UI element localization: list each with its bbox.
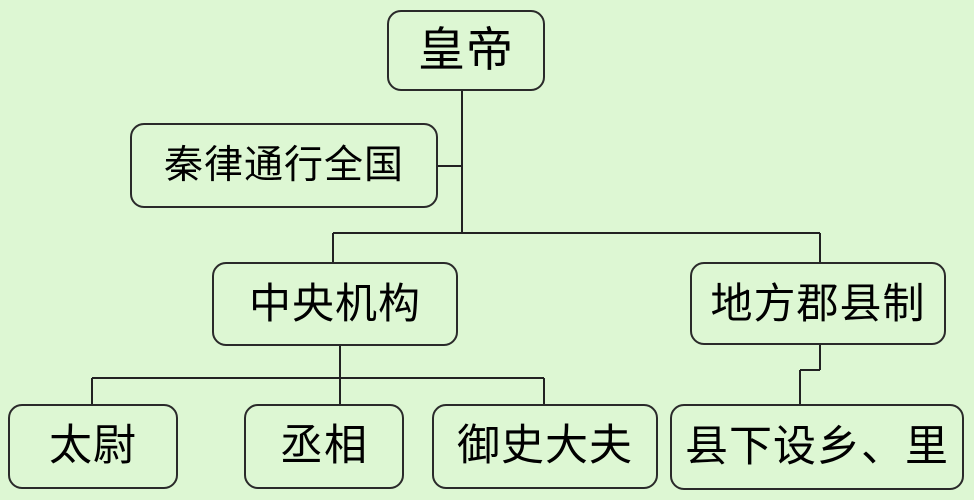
node-qin-law: 秦律通行全国 [130, 123, 438, 208]
node-local-commandery-county: 地方郡县制 [690, 262, 946, 345]
node-emperor-label: 皇帝 [418, 23, 514, 78]
node-yushi-dafu-label: 御史大夫 [457, 421, 633, 471]
node-yushi-dafu: 御史大夫 [432, 404, 658, 489]
node-county-subdivisions-label: 县下设乡、里 [685, 421, 949, 472]
node-emperor: 皇帝 [387, 10, 545, 91]
node-qin-law-label: 秦律通行全国 [163, 143, 404, 188]
node-county-subdivisions: 县下设乡、里 [670, 404, 964, 490]
node-central-agencies-label: 中央机构 [248, 279, 421, 328]
node-local-commandery-county-label: 地方郡县制 [710, 278, 926, 328]
node-chengxiang-label: 丞相 [280, 421, 368, 471]
node-taiwei: 太尉 [8, 404, 178, 489]
node-taiwei-label: 太尉 [49, 421, 137, 471]
node-central-agencies: 中央机构 [212, 262, 458, 346]
node-chengxiang: 丞相 [244, 404, 404, 489]
